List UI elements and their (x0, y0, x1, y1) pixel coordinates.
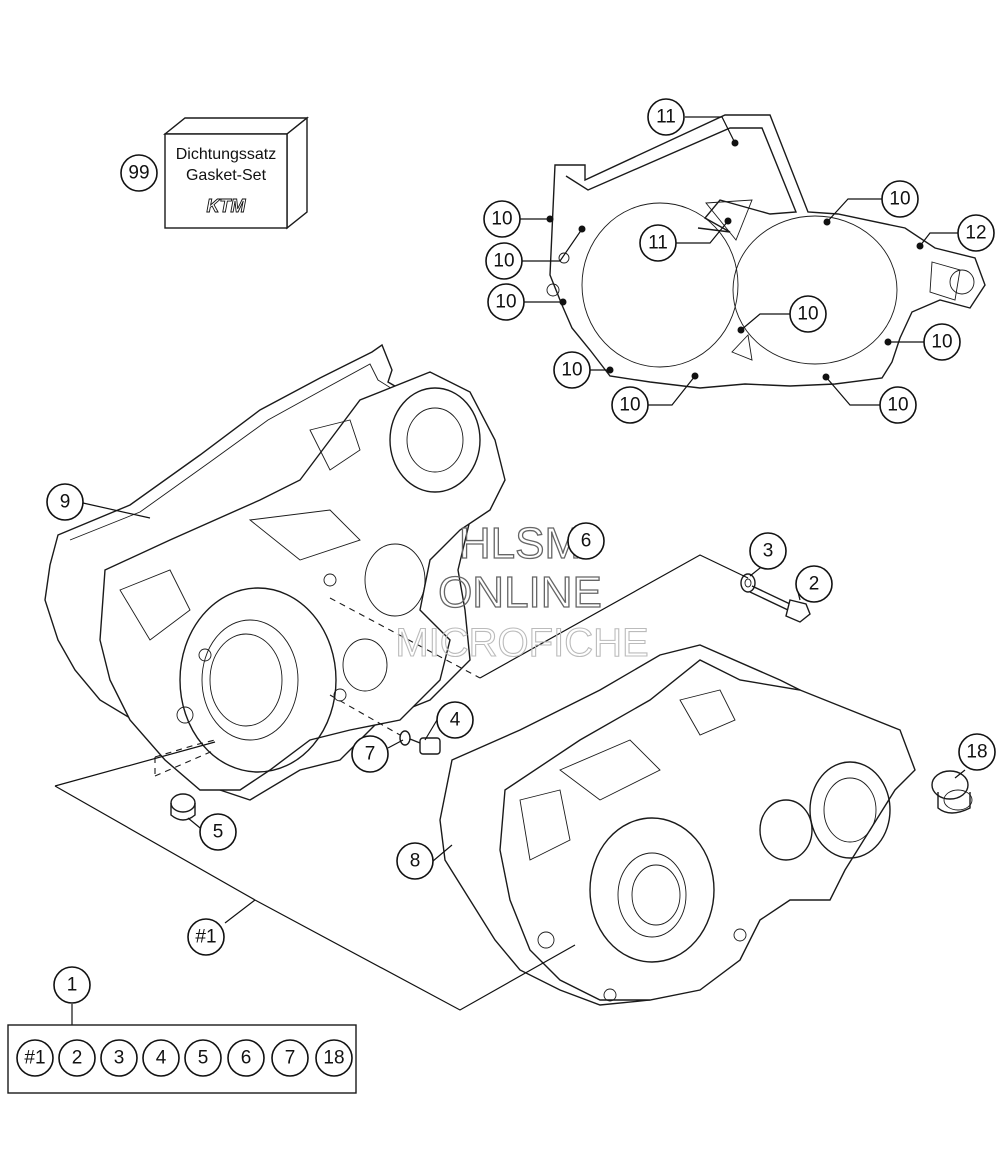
screw-part (749, 585, 811, 623)
svg-text:10: 10 (561, 360, 582, 381)
small-washer-part (399, 730, 411, 746)
callout-11-center: 11 (639, 224, 677, 262)
assembly-bracket-lines (54, 554, 749, 1011)
callout-10-h: 10 (611, 386, 649, 424)
washer-part (740, 573, 756, 593)
svg-text:5: 5 (213, 822, 224, 843)
svg-text:#1: #1 (195, 927, 216, 948)
svg-text:18: 18 (323, 1048, 344, 1069)
callout-10-b: 10 (485, 242, 523, 280)
watermark: HLSM ONLINE MICROFICHE (395, 518, 649, 665)
plug-part (931, 770, 973, 814)
svg-text:18: 18 (966, 742, 987, 763)
parts-set-item: 6 (227, 1039, 265, 1077)
callout-10-g: 10 (553, 351, 591, 389)
parts-set-item: 5 (184, 1039, 222, 1077)
svg-text:3: 3 (114, 1048, 125, 1069)
right-crankcase-half (439, 644, 916, 1006)
watermark-line-3: MICROFICHE (395, 621, 648, 665)
callout-3: 3 (749, 532, 787, 570)
callout-10-a: 10 (483, 200, 521, 238)
svg-text:5: 5 (198, 1048, 209, 1069)
callout-10-d: 10 (881, 180, 919, 218)
svg-text:4: 4 (156, 1048, 167, 1069)
parts-set-item: 18 (315, 1039, 353, 1077)
svg-text:6: 6 (241, 1048, 252, 1069)
crankcase-gasket (546, 114, 986, 389)
svg-text:2: 2 (809, 574, 820, 595)
ktm-logo: KTM (207, 196, 247, 216)
callout-11-top: 11 (647, 98, 685, 136)
callout-9: 9 (46, 483, 84, 521)
svg-text:10: 10 (491, 209, 512, 230)
svg-text:9: 9 (60, 492, 71, 513)
callout-18: 18 (958, 733, 996, 771)
svg-text:10: 10 (495, 292, 516, 313)
parts-set-item: #1 (16, 1039, 54, 1077)
gasket-box-title-de: Dichtungssatz (176, 146, 277, 163)
callout-1: 1 (53, 966, 91, 1004)
dowel-sleeve-part (170, 793, 196, 821)
callout-10-c: 10 (487, 283, 525, 321)
callout-10-i: 10 (879, 386, 917, 424)
callout-10-f: 10 (923, 323, 961, 361)
svg-text:2: 2 (72, 1048, 83, 1069)
svg-text:1: 1 (67, 975, 78, 996)
parts-set-item: 3 (100, 1039, 138, 1077)
callout-6: 6 (567, 522, 605, 560)
callout-5: 5 (199, 813, 237, 851)
gasket-leader-lines (520, 116, 958, 406)
callout-2: 2 (795, 565, 833, 603)
callout-7: 7 (351, 735, 389, 773)
gasket-box-title-en: Gasket-Set (186, 167, 267, 184)
svg-text:6: 6 (581, 531, 592, 552)
watermark-line-2: ONLINE (438, 568, 602, 617)
callout-assembly-1: #1 (187, 918, 225, 956)
alignment-lines (154, 597, 481, 777)
parts-set-item: 4 (142, 1039, 180, 1077)
svg-text:7: 7 (285, 1048, 296, 1069)
svg-text:10: 10 (619, 395, 640, 416)
callout-12: 12 (957, 214, 995, 252)
left-crankcase-half (44, 343, 506, 801)
svg-text:8: 8 (410, 851, 421, 872)
parts-set-item: 2 (58, 1039, 96, 1077)
callout-8: 8 (396, 842, 434, 880)
svg-text:3: 3 (763, 541, 774, 562)
svg-text:10: 10 (797, 304, 818, 325)
callout-10-e: 10 (789, 295, 827, 333)
svg-text:99: 99 (128, 163, 149, 184)
svg-text:10: 10 (887, 395, 908, 416)
parts-set-item: 7 (271, 1039, 309, 1077)
watermark-line-1: HLSM (459, 519, 581, 568)
svg-text:10: 10 (493, 251, 514, 272)
svg-text:#1: #1 (24, 1048, 45, 1069)
svg-text:12: 12 (965, 223, 986, 244)
parts-set-list: #1 2 3 4 5 6 7 18 (16, 1039, 353, 1077)
svg-text:11: 11 (656, 107, 676, 128)
svg-text:10: 10 (889, 189, 910, 210)
svg-text:4: 4 (450, 710, 461, 731)
svg-text:10: 10 (931, 332, 952, 353)
svg-text:7: 7 (365, 744, 376, 765)
svg-text:11: 11 (648, 233, 668, 254)
callout-99: 99 (120, 154, 158, 192)
gasket-set-box: Dichtungssatz Gasket-Set KTM (163, 116, 309, 230)
callout-4: 4 (436, 701, 474, 739)
